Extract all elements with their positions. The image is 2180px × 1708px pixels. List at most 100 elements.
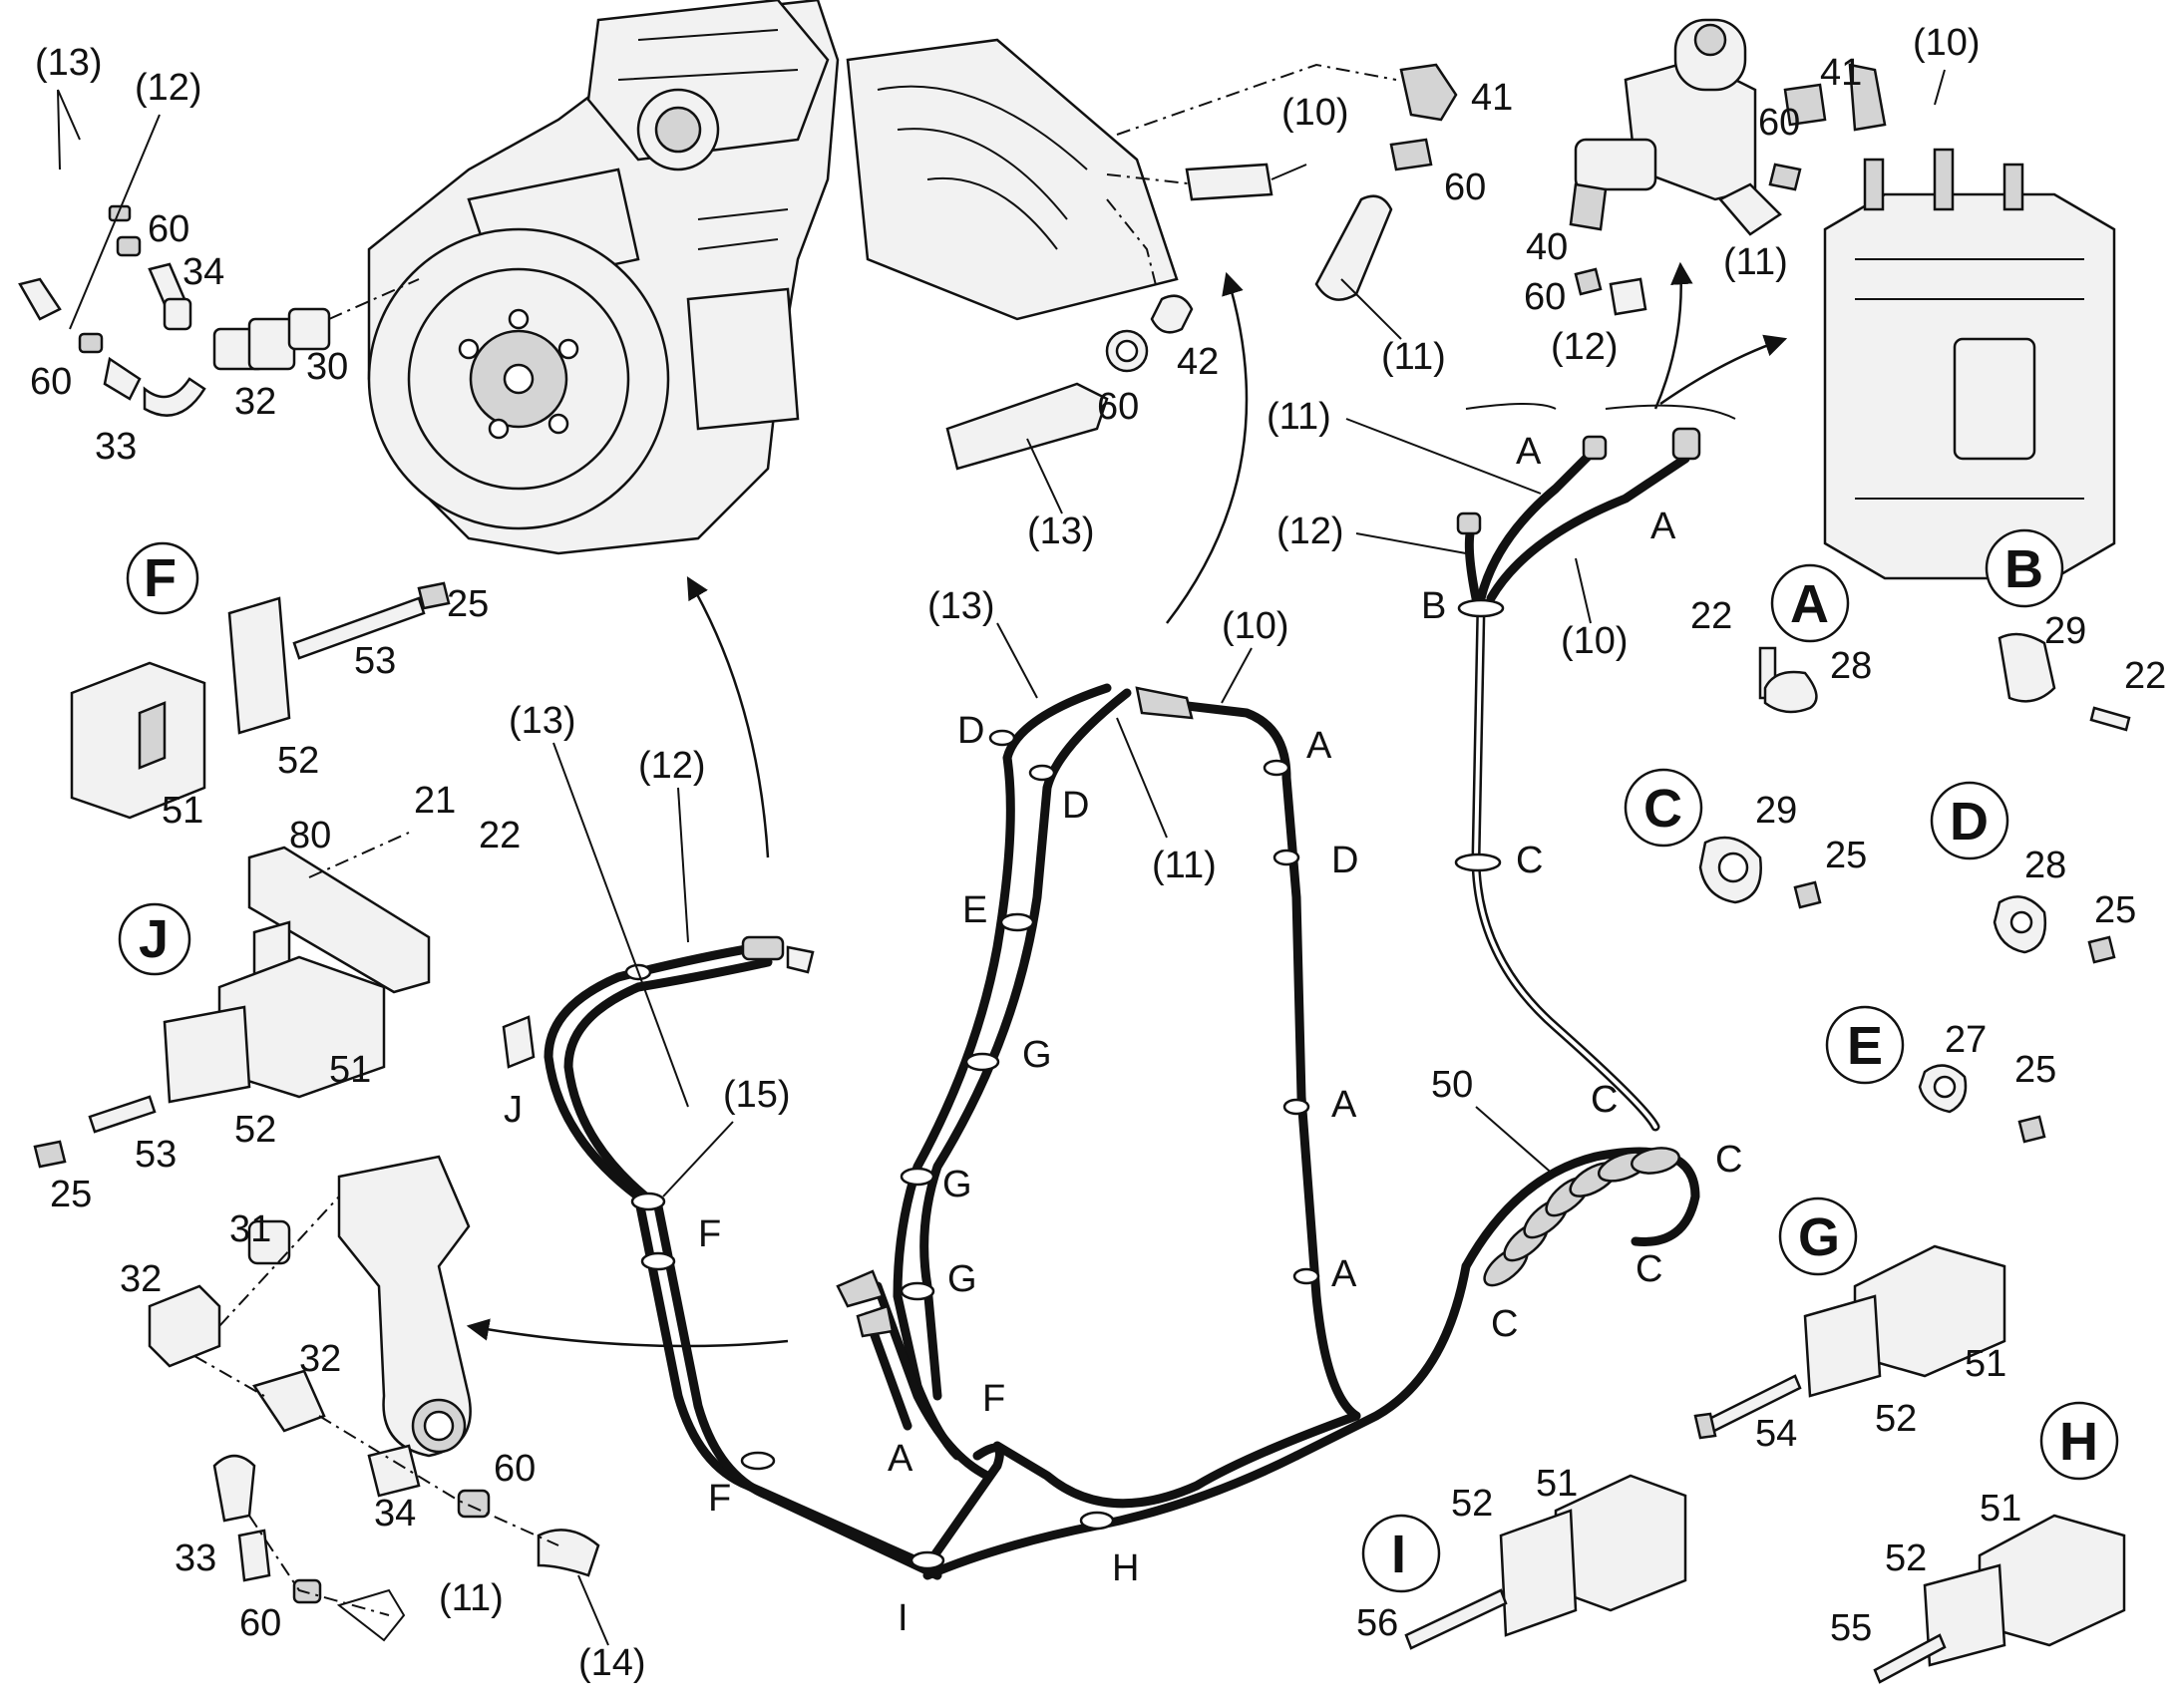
def-tank [1823, 148, 2116, 580]
detail-F: F 25 53 52 51 [70, 541, 489, 832]
callout: G [942, 1164, 972, 1205]
callout: 25 [50, 1174, 92, 1215]
callout: (11) [1152, 845, 1217, 886]
callout: 32 [234, 381, 276, 423]
callout: 53 [354, 640, 396, 682]
callout: C [1491, 1303, 1518, 1345]
detail-label: C [1643, 779, 1682, 839]
callout: 52 [234, 1109, 276, 1151]
callout: (10) [1913, 22, 1981, 64]
callout: 60 [1758, 102, 1800, 144]
callout: J [504, 1089, 523, 1131]
coil-labels: 50 C C C C [1431, 1064, 1742, 1345]
callout: I [898, 1597, 908, 1639]
callout: 60 [494, 1448, 536, 1490]
detail-label: J [139, 909, 169, 969]
air-inlet-assembly [846, 38, 1458, 471]
tee-fitting-assembly [148, 1155, 600, 1642]
detail-label: F [144, 548, 177, 608]
callout: 34 [182, 251, 224, 293]
engine-fittings [18, 89, 420, 417]
callout: G [947, 1258, 977, 1300]
callout: 21 [414, 780, 456, 822]
detail-label: B [2004, 539, 2043, 599]
center-loop-labels: (13) (10) (11) D D D E G G G A A A [927, 585, 1358, 1300]
callout: 51 [329, 1049, 371, 1091]
callout: A [1331, 1084, 1357, 1126]
detail-D: D 28 25 [1930, 781, 2136, 964]
top-center-labels: (10) 41 60 (11) 42 60 (13) [1026, 77, 1513, 552]
detail-B: B 29 22 [1985, 528, 2166, 732]
callout: (10) [1222, 605, 1289, 647]
callout: 51 [1980, 1488, 2021, 1530]
detail-G: G 51 52 54 [1693, 1196, 2006, 1455]
callout: (12) [1276, 511, 1344, 552]
callout: D [1331, 840, 1358, 881]
detail-E: E 27 25 [1825, 1005, 2056, 1144]
callout: (10) [1281, 92, 1349, 134]
callout: C [1516, 840, 1543, 881]
callout: D [1062, 785, 1089, 827]
callout: 25 [2014, 1049, 2056, 1091]
detail-label: A [1790, 574, 1829, 634]
left-center-labels: (13) (12) (15) J F F F A I H [504, 700, 1139, 1639]
callout: (10) [1561, 620, 1629, 662]
callout: 25 [1825, 835, 1867, 876]
callout: (13) [927, 585, 995, 627]
detail-label: D [1950, 792, 1989, 852]
callout: 50 [1431, 1064, 1473, 1106]
callout: 51 [162, 790, 203, 832]
callout: A [1516, 431, 1542, 473]
callout: 52 [1885, 1537, 1927, 1579]
callout: 60 [1524, 276, 1566, 318]
callout: 60 [148, 208, 189, 250]
callout: 28 [2024, 845, 2066, 886]
callout: (12) [135, 67, 202, 109]
callout: 53 [135, 1134, 177, 1176]
callout: (15) [723, 1074, 791, 1116]
callout: 40 [1526, 226, 1568, 268]
callout: 52 [1875, 1398, 1917, 1440]
callout: 60 [30, 361, 72, 403]
engine-labels: (13) (12) 60 34 60 33 32 30 [30, 42, 348, 468]
engine-illustration [367, 0, 840, 555]
callout: (11) [1267, 396, 1331, 438]
callout: 60 [239, 1602, 281, 1644]
callout: 27 [1945, 1019, 1987, 1061]
callout: F [698, 1213, 721, 1255]
callout: (11) [1381, 336, 1446, 378]
callout: 56 [1356, 1602, 1398, 1644]
callout: 41 [1471, 77, 1513, 119]
detail-H: H 51 52 55 [1830, 1401, 2126, 1684]
valve-assembly [1569, 18, 1887, 316]
callout: 22 [2124, 655, 2166, 697]
callout: 30 [306, 346, 348, 388]
left-center-harness [502, 935, 992, 1580]
detail-J: J 80 21 22 51 52 53 25 [33, 780, 521, 1215]
callout: 55 [1830, 1607, 1872, 1649]
callout: (11) [439, 1577, 504, 1619]
callout: A [1331, 1253, 1357, 1295]
detail-label: G [1798, 1207, 1840, 1267]
tee-labels: 31 32 32 34 60 33 60 (11) (14) [120, 1208, 646, 1684]
callout: 51 [1965, 1343, 2006, 1385]
callout: 25 [2094, 889, 2136, 931]
callout-arrows [466, 261, 1788, 1348]
callout: E [962, 889, 987, 931]
callout: (12) [638, 745, 706, 787]
callout: 80 [289, 815, 331, 856]
right-harness [1454, 427, 1701, 1132]
detail-label: H [2059, 1412, 2098, 1472]
detail-C: C 29 25 [1624, 768, 1867, 909]
callout: H [1112, 1547, 1139, 1589]
callout: C [1635, 1248, 1662, 1290]
callout: 60 [1444, 167, 1486, 208]
callout: 34 [374, 1493, 416, 1535]
callout: 22 [1690, 595, 1732, 637]
right-harness-labels: (11) (12) (10) A A B C [1267, 396, 1676, 881]
callout: (13) [35, 42, 103, 84]
callout: (12) [1551, 326, 1619, 368]
callout: 29 [1755, 790, 1797, 832]
callout: A [1306, 725, 1332, 767]
